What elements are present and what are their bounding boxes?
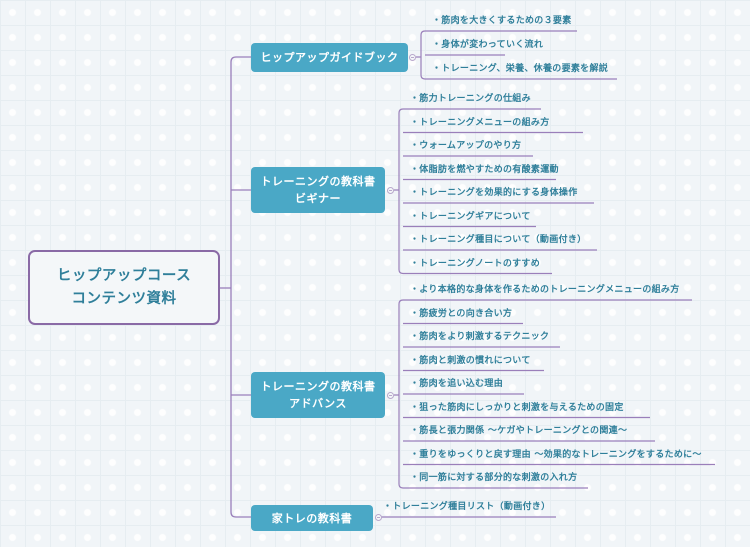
- branch-label: 家トレの教科書: [271, 511, 353, 525]
- branch-label-line2: ビギナー: [295, 192, 341, 205]
- collapse-toggle-icon[interactable]: [375, 514, 382, 521]
- leaf-item[interactable]: ・トレーニング、栄養、休養の要素を解説: [432, 64, 609, 74]
- leaf-item[interactable]: ・同一筋に対する部分的な刺激の入れ方: [410, 473, 578, 483]
- branch-home-training-textbook[interactable]: 家トレの教科書: [251, 505, 373, 531]
- leaf-item[interactable]: ・筋肉を大きくするための３要素: [432, 16, 572, 26]
- leaf-item[interactable]: ・筋疲労との向き合い方: [410, 308, 513, 319]
- leaf-item[interactable]: ・体脂肪を燃やすための有酸素運動: [410, 164, 559, 175]
- leaf-bracket: [398, 108, 404, 275]
- branch-hip-up-guidebook[interactable]: ヒップアップガイドブック: [251, 43, 408, 72]
- branch-training-textbook-beginner[interactable]: トレーニングの教科書 ビギナー: [251, 167, 385, 213]
- root-title-line2: コンテンツ資料: [71, 290, 177, 307]
- leaf-item[interactable]: ・トレーニングを効果的にする身体操作: [410, 188, 578, 198]
- leaf-item[interactable]: ・トレーニングメニューの組み方: [410, 117, 550, 128]
- leaf-item[interactable]: ・筋力トレーニングの仕組み: [410, 94, 531, 104]
- leaf-item[interactable]: ・筋長と張力関係 〜ケガやトレーニングとの関連〜: [410, 426, 628, 436]
- leaf-bracket: [398, 299, 404, 489]
- leaf-item[interactable]: ・ウォームアップのやり方: [410, 141, 522, 151]
- collapse-toggle-icon[interactable]: [387, 187, 394, 194]
- root-node[interactable]: ヒップアップコース コンテンツ資料: [28, 250, 220, 325]
- leaf-item[interactable]: ・トレーニング種目について（動画付き）: [410, 235, 587, 245]
- branch-label-line1: トレーニングの教科書: [260, 175, 376, 188]
- branch-label-line2: アドバンス: [289, 397, 347, 410]
- collapse-toggle-icon[interactable]: [409, 54, 416, 61]
- leaf-item[interactable]: ・筋肉を追い込む理由: [410, 379, 504, 389]
- leaf-item[interactable]: ・トレーニングギアについて: [410, 211, 531, 222]
- branch-label-line1: トレーニングの教科書: [260, 380, 376, 393]
- leaf-item[interactable]: ・身体が変わっていく流れ: [432, 40, 544, 50]
- leaf-item[interactable]: ・より本格的な身体を作るためのトレーニングメニューの組み方: [410, 285, 680, 295]
- leaf-bracket: [420, 30, 426, 80]
- trunk-line: [230, 56, 251, 518]
- leaf-item[interactable]: ・トレーニング種目リスト（動画付き）: [383, 502, 551, 512]
- collapse-toggle-icon[interactable]: [387, 392, 394, 399]
- leaf-item[interactable]: ・筋肉と刺激の慣れについて: [410, 355, 531, 366]
- leaf-item[interactable]: ・筋肉をより刺激するテクニック: [410, 332, 550, 342]
- leaf-item[interactable]: ・トレーニングノートのすすめ: [410, 258, 541, 269]
- leaf-item[interactable]: ・重りをゆっくりと戻す理由 〜効果的なトレーニングをするために〜: [410, 449, 702, 460]
- root-title-line1: ヒップアップコース: [56, 267, 192, 284]
- branch-label: ヒップアップガイドブック: [260, 51, 399, 64]
- branch-training-textbook-advance[interactable]: トレーニングの教科書 アドバンス: [251, 372, 385, 418]
- leaf-item[interactable]: ・狙った筋肉にしっかりと刺激を与えるための固定: [410, 402, 624, 413]
